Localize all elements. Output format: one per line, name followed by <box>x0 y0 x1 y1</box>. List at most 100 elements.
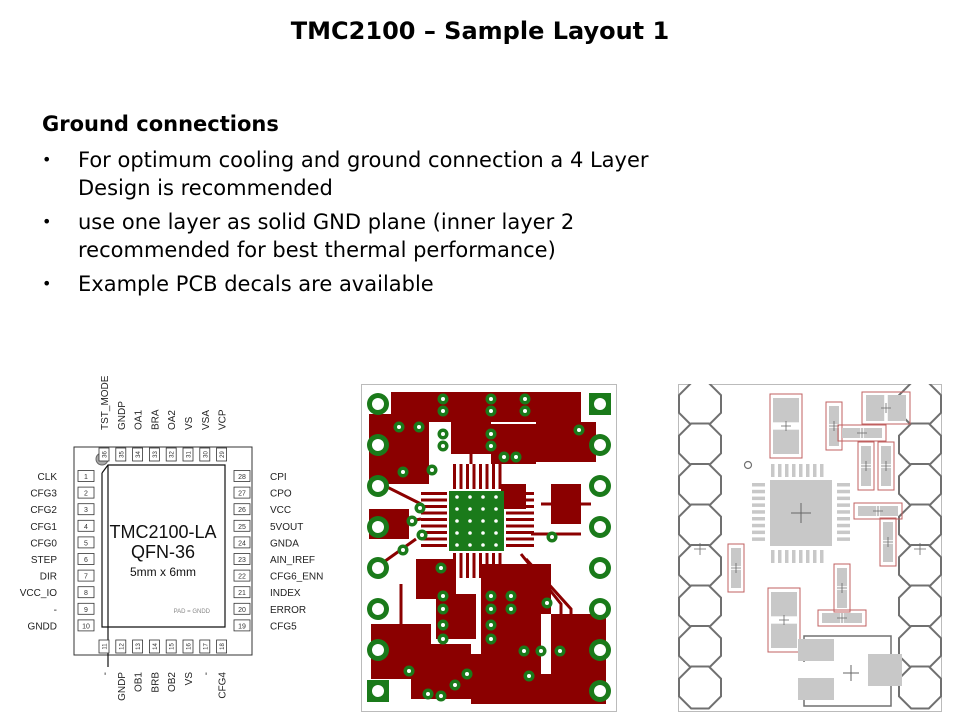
pin-label: VCC <box>270 505 291 516</box>
pin-label: CPI <box>270 472 287 483</box>
connector-octagon <box>678 422 722 467</box>
ic-lead <box>506 511 534 515</box>
component-cross-icon <box>881 461 891 471</box>
ic-lead <box>498 464 502 489</box>
thermal-via <box>481 531 485 535</box>
connector-octagon <box>898 503 942 548</box>
pin-number: 26 <box>238 507 246 514</box>
pin-number: 10 <box>82 623 90 630</box>
pin-box <box>115 639 127 654</box>
bullet-text: Example PCB decals are available <box>78 272 434 296</box>
connector-octagon <box>898 422 942 467</box>
pin-label: OB2 <box>167 672 178 692</box>
qfn-pad <box>792 464 796 477</box>
ic-lead <box>421 498 447 502</box>
ic-lead <box>421 511 447 515</box>
component-pad <box>842 428 861 438</box>
bullet-item: •Example PCB decals are available <box>42 270 682 298</box>
component-outline <box>833 563 851 613</box>
component-cross-icon <box>857 428 867 438</box>
pin-number: 2 <box>84 491 88 498</box>
pin-number: 7 <box>84 574 88 581</box>
thermal-via <box>494 531 498 535</box>
copper-pour <box>416 559 456 599</box>
via-hole <box>441 607 445 611</box>
ic-lead <box>466 553 469 578</box>
pin-label: VCC_IO <box>20 588 57 599</box>
component-outline <box>727 543 745 593</box>
component-pad <box>861 467 871 486</box>
pin-number: 3 <box>84 507 88 514</box>
pin-label: GNDD <box>28 621 57 632</box>
bullet-text: For optimum cooling and ground connectio… <box>78 148 649 200</box>
pin-number: 5 <box>84 540 88 547</box>
pin-box <box>132 447 144 462</box>
via-hole <box>523 409 527 413</box>
ic-lead <box>506 498 534 502</box>
component-pad <box>883 543 893 562</box>
via-hole <box>489 623 493 627</box>
component-cross-icon <box>861 461 871 471</box>
thermal-via <box>455 543 459 547</box>
thermal-via <box>468 531 472 535</box>
pin-box <box>233 553 251 565</box>
pin-box <box>233 569 251 582</box>
via-hole <box>430 468 434 472</box>
via-hole <box>410 519 414 523</box>
component-outline <box>879 517 897 567</box>
via-hole <box>489 607 493 611</box>
pin-label: BRB <box>150 672 161 693</box>
pin-number: 11 <box>103 643 109 650</box>
pin-number: 6 <box>84 557 88 564</box>
pin-number: 19 <box>238 623 246 630</box>
qfn-pad <box>785 550 789 563</box>
pin-box <box>77 569 95 582</box>
ic-lead <box>421 518 447 521</box>
thermal-via <box>468 519 472 523</box>
component-outline <box>853 502 903 520</box>
component-pad <box>829 427 839 446</box>
ic-lead <box>421 544 447 547</box>
pin-number: 33 <box>153 451 159 458</box>
pin-label: CFG0 <box>30 538 57 549</box>
component-outline <box>861 391 911 425</box>
pin-box <box>233 536 251 549</box>
qfn-pad <box>785 464 789 477</box>
component-pad <box>773 429 799 454</box>
qfn-pad <box>792 550 796 563</box>
pin-label: DIR <box>40 572 57 583</box>
pin-number: 36 <box>103 451 109 458</box>
pin-label: CPO <box>270 489 292 500</box>
qfn-pad <box>752 496 765 501</box>
via-hole <box>545 601 549 605</box>
thermal-via <box>468 495 472 499</box>
via-hole <box>489 432 493 436</box>
chip-package: QFN-36 <box>131 542 195 562</box>
connector-hole <box>594 398 606 410</box>
connector-octagon <box>678 584 722 629</box>
pin-number: 17 <box>203 643 209 650</box>
qfn-pad <box>752 517 765 521</box>
qfn-pad <box>837 523 850 528</box>
via-hole <box>489 594 493 598</box>
component-cross-icon <box>829 421 839 431</box>
component-outline <box>767 587 801 653</box>
via-hole <box>522 649 526 653</box>
connector-octagon <box>678 503 722 548</box>
ic-lead <box>485 464 489 489</box>
copper-trace <box>519 553 563 664</box>
pin-label: CFG3 <box>30 489 57 500</box>
component-pad <box>798 678 834 700</box>
pin-number: 1 <box>84 474 88 481</box>
qfn-pad <box>752 489 765 494</box>
component-pad <box>771 592 797 617</box>
qfn-pad <box>837 530 850 535</box>
component-pad <box>868 654 902 686</box>
component-cross-icon <box>881 403 891 413</box>
ic-lead <box>506 518 534 521</box>
qfn-pad <box>778 550 782 563</box>
pin-box <box>77 503 95 516</box>
pin-label: AIN_IREF <box>270 555 315 566</box>
pin-number: 23 <box>238 557 246 564</box>
pin-box <box>77 536 95 549</box>
